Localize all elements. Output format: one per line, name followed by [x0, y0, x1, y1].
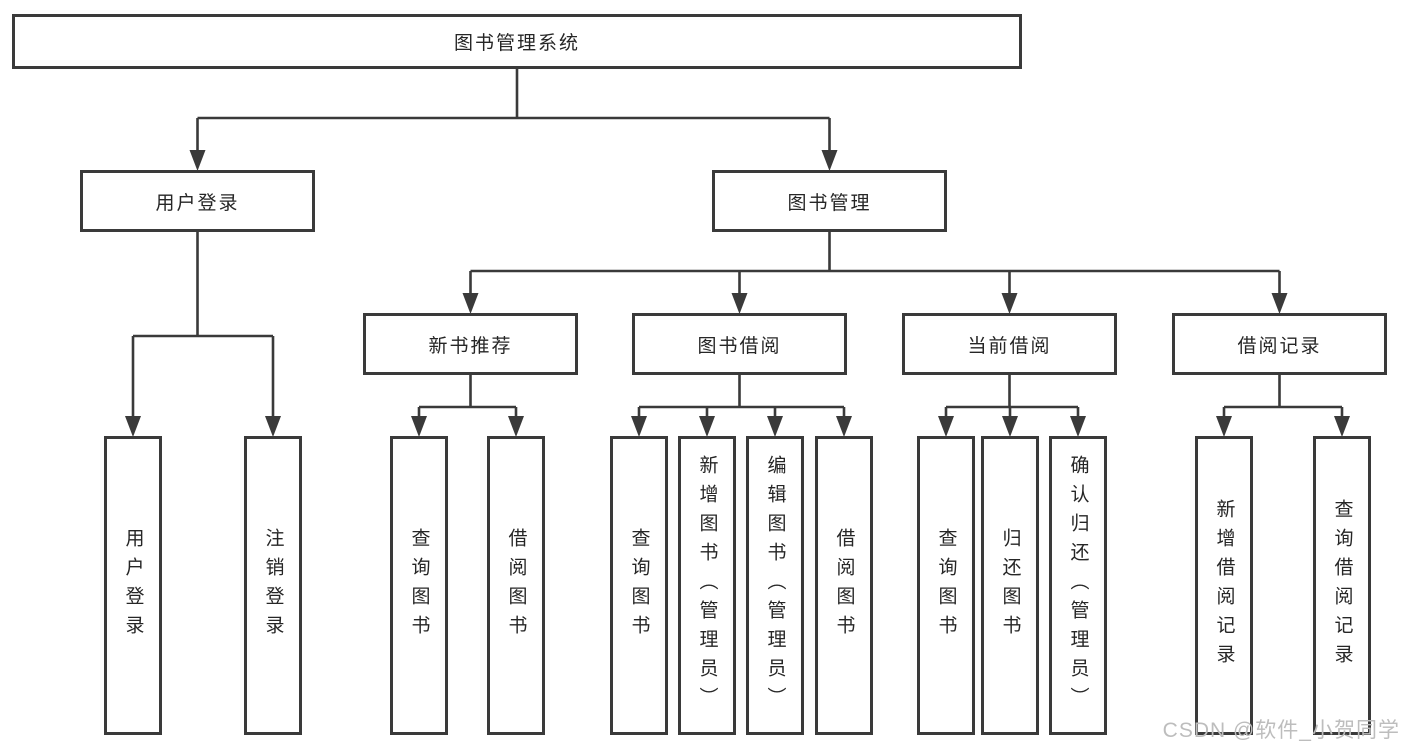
- node-label: 图书借阅: [697, 335, 782, 357]
- node-label: 借阅记录: [1237, 335, 1322, 357]
- node-label: 查询图书: [935, 527, 957, 644]
- node-leaf-user-login: 用户登录: [104, 436, 162, 735]
- watermark: CSDN @软件_小贺同学: [1162, 719, 1400, 742]
- node-leaf-borrow-add-books-admin: 新增图书（管理员）: [678, 436, 736, 735]
- node-label: 用户登录: [122, 527, 144, 644]
- node-label: 确认归还（管理员）: [1067, 455, 1089, 716]
- node-leaf-current-confirm-return-admin: 确认归还（管理员）: [1049, 436, 1107, 735]
- node-user-login: 用户登录: [80, 170, 315, 232]
- node-leaf-records-query-record: 查询借阅记录: [1313, 436, 1371, 735]
- node-label: 图书管理系统: [453, 33, 580, 54]
- node-new-book-recommend: 新书推荐: [363, 313, 578, 375]
- arrowhead-icons: [125, 150, 1350, 437]
- node-label: 图书管理: [787, 192, 872, 214]
- tree-edges: [131, 69, 1344, 418]
- node-leaf-rec-query-books: 查询图书: [390, 436, 448, 735]
- node-label: 归还图书: [999, 527, 1021, 644]
- node-label: 新增图书（管理员）: [696, 455, 718, 716]
- node-leaf-borrow-borrow-books: 借阅图书: [815, 436, 873, 735]
- node-label: 当前借阅: [967, 335, 1052, 357]
- node-leaf-rec-borrow-books: 借阅图书: [487, 436, 545, 735]
- node-leaf-borrow-query-books: 查询图书: [610, 436, 668, 735]
- node-book-management: 图书管理: [712, 170, 947, 232]
- node-label: 注销登录: [262, 527, 284, 644]
- node-label: 查询图书: [628, 527, 650, 644]
- node-label: 新增借阅记录: [1213, 498, 1235, 673]
- node-label: 查询借阅记录: [1331, 498, 1353, 673]
- node-label: 借阅图书: [833, 527, 855, 644]
- node-leaf-current-query-books: 查询图书: [917, 436, 975, 735]
- node-label: 借阅图书: [505, 527, 527, 644]
- node-leaf-borrow-edit-books-admin: 编辑图书（管理员）: [746, 436, 804, 735]
- node-label: 查询图书: [408, 527, 430, 644]
- node-current-borrowing: 当前借阅: [902, 313, 1117, 375]
- node-leaf-logout: 注销登录: [244, 436, 302, 735]
- node-borrowing-records: 借阅记录: [1172, 313, 1387, 375]
- node-leaf-records-add-record: 新增借阅记录: [1195, 436, 1253, 735]
- node-label: 编辑图书（管理员）: [764, 455, 786, 716]
- node-root-system: 图书管理系统: [12, 14, 1022, 69]
- node-label: 新书推荐: [428, 335, 513, 357]
- node-book-borrowing: 图书借阅: [632, 313, 847, 375]
- node-leaf-current-return-books: 归还图书: [981, 436, 1039, 735]
- node-label: 用户登录: [155, 192, 240, 214]
